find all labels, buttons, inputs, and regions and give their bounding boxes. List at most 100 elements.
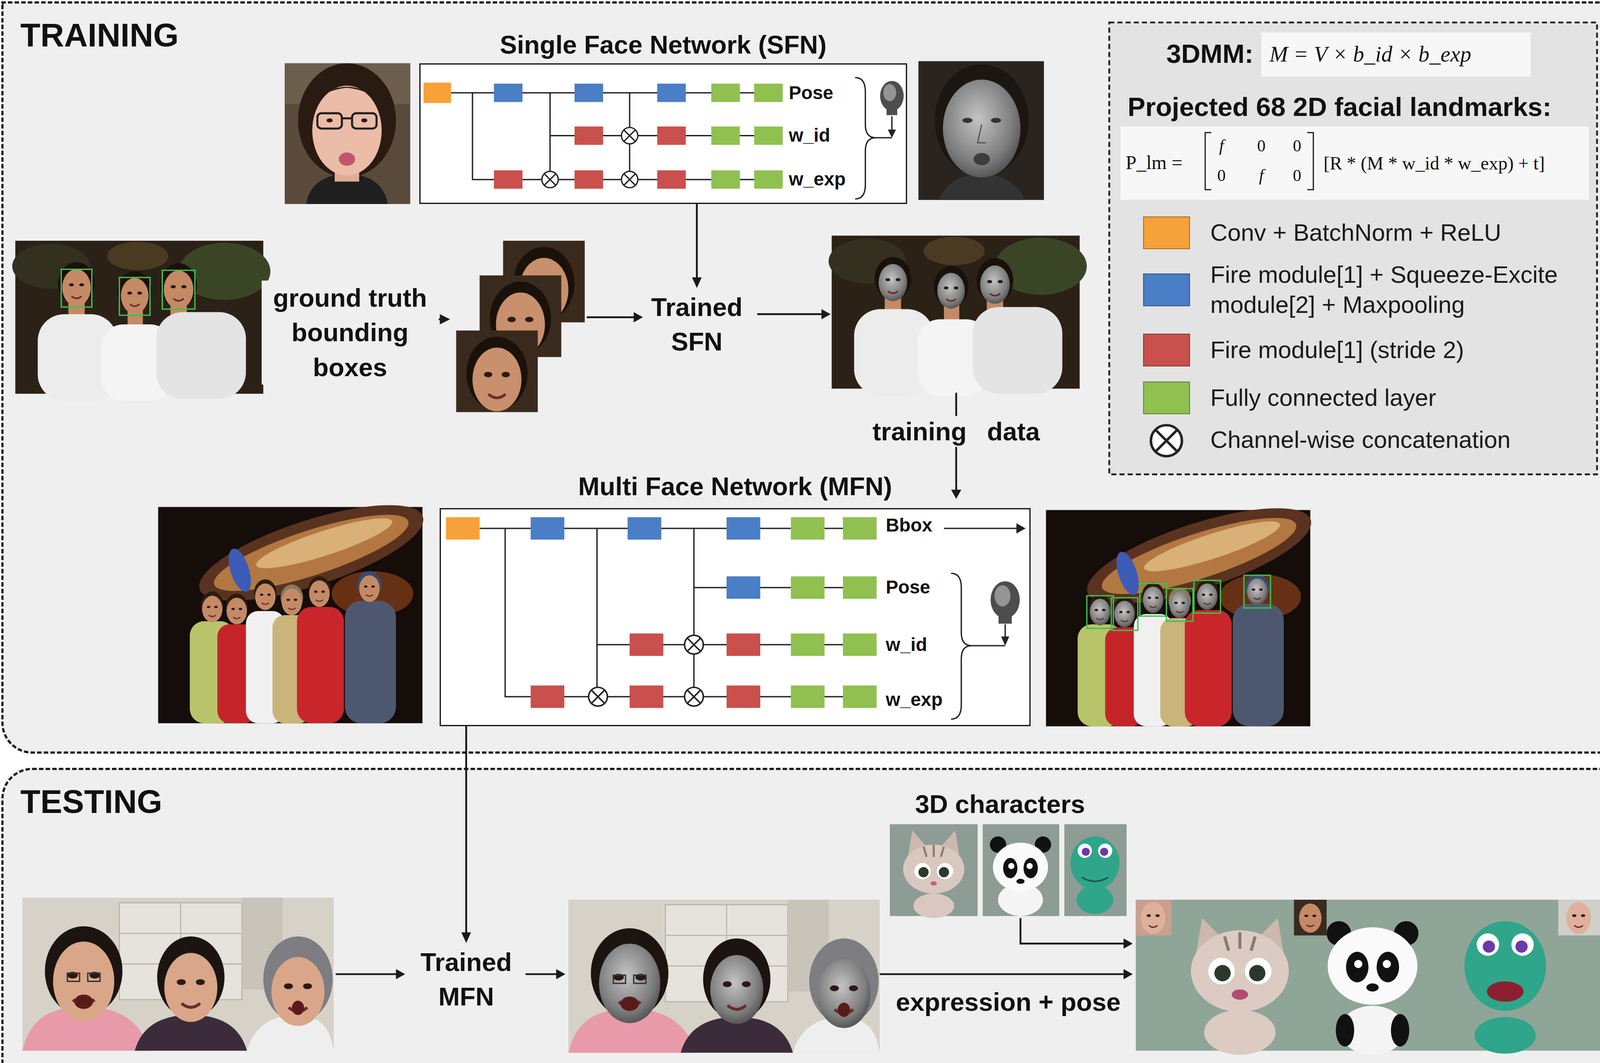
- legend-panel: [1120, 126, 1589, 201]
- character-thumbnail: [1003, 858, 1018, 879]
- output-label: Pose: [788, 81, 834, 105]
- network-drawing: [541, 171, 559, 188]
- connector-line: [695, 204, 698, 280]
- network-drawing: [1016, 523, 1026, 534]
- network-drawing: [726, 576, 761, 600]
- character-thumbnail: [1077, 843, 1092, 858]
- network-drawing: [530, 517, 565, 541]
- panel-ground: [1, 768, 1600, 1063]
- character-thumbnail: [889, 824, 978, 919]
- network-drawing: [726, 633, 761, 657]
- character-thumbnail: [918, 867, 929, 878]
- legend-text: Fire module[1] (stride 2): [1210, 335, 1592, 366]
- legend-swatch: [1143, 381, 1191, 415]
- selfie-photo: [22, 897, 334, 1052]
- network-drawing: [574, 170, 604, 189]
- result-image: [1190, 930, 1289, 1013]
- legend-swatch: [1143, 216, 1191, 250]
- legend-text: Channel-wise concatenation: [1210, 425, 1592, 456]
- connector: [691, 204, 702, 289]
- character-thumbnail: [913, 893, 955, 919]
- mask-photo: [977, 124, 986, 143]
- result-image: [1486, 981, 1524, 1002]
- result-image: [1224, 932, 1256, 951]
- face-photo: [284, 63, 411, 205]
- result-image: [1214, 965, 1231, 982]
- detection-box: [1140, 583, 1167, 617]
- network-drawing: [753, 170, 783, 189]
- formula: P_lm =: [1125, 151, 1183, 175]
- detection-box: [61, 269, 195, 316]
- formula-title: Projected 68 2D facial landmarks:: [1127, 91, 1552, 124]
- face-photo: [297, 63, 396, 178]
- result-image: [1244, 958, 1272, 985]
- result-image: [1327, 927, 1418, 1005]
- label-holder: Conv + BatchNorm + ReLU: [1210, 217, 1592, 248]
- legend-panel: [1151, 425, 1183, 457]
- panel-ground: [1, 1, 1600, 754]
- arrow-label: training data: [869, 416, 1043, 448]
- result-image: [1476, 933, 1500, 957]
- network-drawing: [657, 126, 686, 145]
- formula-title: 3DMM:: [1166, 38, 1254, 70]
- result-image: [1511, 933, 1535, 957]
- matrix-entry: f: [1219, 135, 1225, 157]
- network-drawing: [451, 92, 782, 180]
- character-thumbnail: [1081, 847, 1090, 856]
- network-drawing: [990, 581, 1020, 624]
- label-holder: 0: [1217, 165, 1226, 186]
- network-drawing: [790, 685, 825, 709]
- detection-box: [1086, 595, 1114, 629]
- character-thumbnail: [1023, 858, 1038, 879]
- network-drawing: [726, 517, 761, 541]
- label-holder: Channel-wise concatenation: [1210, 425, 1592, 456]
- result-image: [1376, 952, 1400, 983]
- label-holder: Projected 68 2D facial landmarks:: [1127, 91, 1552, 124]
- label-holder: Pose: [885, 576, 931, 599]
- mask-photo: [962, 117, 973, 124]
- character-thumbnail: [1026, 863, 1033, 870]
- arrow-head: [395, 309, 1133, 980]
- character-thumbnail: [1081, 877, 1109, 882]
- result-image: [1366, 983, 1379, 992]
- character-thumbnail: [923, 845, 944, 858]
- character-thumbnail: [1016, 879, 1025, 885]
- testing-panel: TESTING Trained MFN: [1, 768, 1600, 1063]
- mask-photo: [973, 153, 990, 166]
- face-photo: [341, 117, 352, 120]
- arrow-head: [395, 969, 406, 980]
- character-thumbnail: [982, 824, 1060, 916]
- group-label: 3D characters: [915, 788, 1086, 820]
- result-image: [1566, 902, 1591, 935]
- character-thumbnail: [993, 842, 1048, 893]
- group-photo: [12, 240, 271, 402]
- network-drawing: [530, 517, 761, 600]
- selfie-photo: [568, 900, 880, 1054]
- label-holder: M = V × b_id × b_exp: [1269, 40, 1472, 68]
- result-image: [1135, 900, 1172, 936]
- face-crop: [456, 330, 538, 413]
- character-thumbnail: [914, 863, 931, 880]
- stage-text: Trained MFN: [408, 945, 524, 1015]
- formula: [R * (M * w_id * w_exp) + t]: [1323, 152, 1546, 175]
- result-image: [1354, 960, 1363, 969]
- output-label: Bbox: [885, 514, 933, 537]
- network-drawing: [790, 517, 825, 541]
- network-drawing: [790, 576, 825, 600]
- flow-arrow: [525, 973, 557, 976]
- network-drawing: [621, 171, 638, 188]
- character-thumbnail: [1008, 863, 1015, 870]
- face-crop: [472, 347, 522, 412]
- label-holder: Bbox: [885, 514, 933, 537]
- legend-panel: [1205, 132, 1314, 190]
- result-image: [1335, 1014, 1354, 1048]
- face-photo: [361, 118, 368, 123]
- label-holder: Fire module[1] + Squeeze-Excite module[2…: [1210, 259, 1592, 320]
- panel-title: TESTING: [20, 782, 163, 823]
- network-drawing: [530, 685, 565, 709]
- result-image: [1140, 902, 1166, 935]
- network-drawing: [627, 517, 662, 541]
- legend-text: Fire module[1] + Squeeze-Excite module[2…: [1210, 259, 1592, 320]
- network-drawing: [891, 116, 893, 131]
